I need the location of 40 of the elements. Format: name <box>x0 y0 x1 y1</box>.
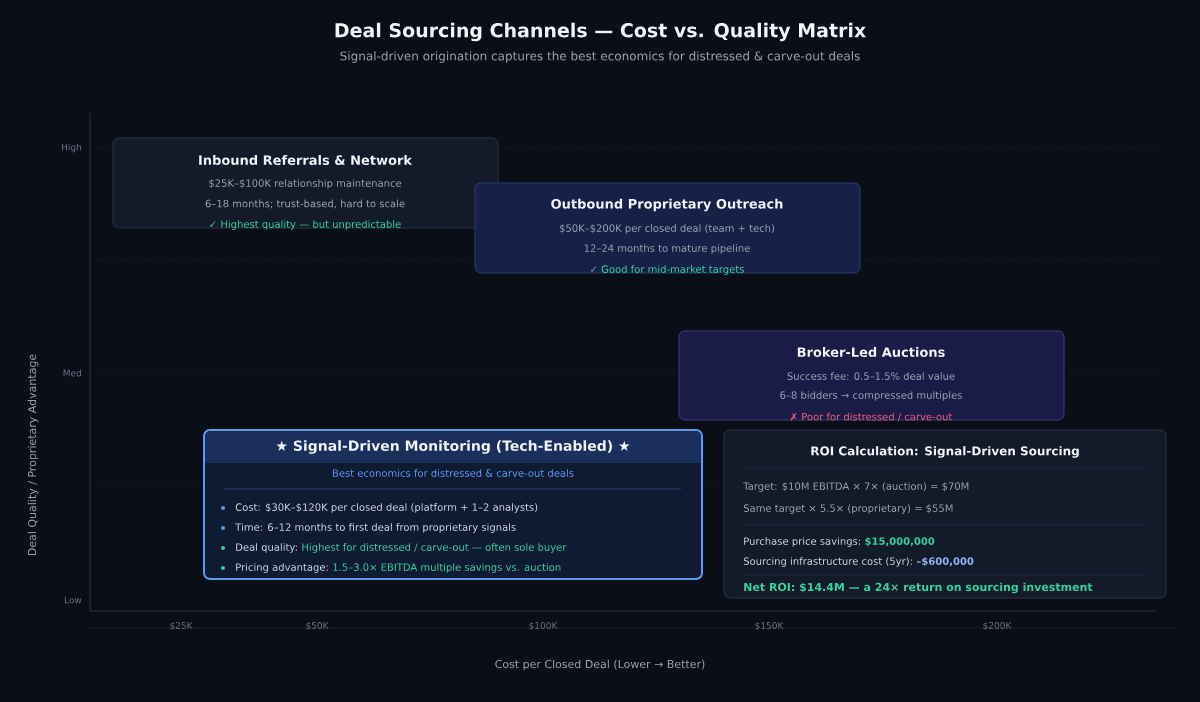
card-text: 6–8 bidders → compressed multiples <box>780 391 962 401</box>
calc-line: Target: $10M EBITDA × 7× (auction) = $70M <box>743 482 969 492</box>
card-text: 12–24 months to mature pipeline <box>584 244 750 254</box>
tick-label: $100K <box>529 621 558 631</box>
calc-value: $15,000,000 <box>865 537 935 547</box>
tick-label: $200K <box>983 621 1012 631</box>
bullet-text: Highest for distressed / carve-out — often sole buyer <box>302 543 567 553</box>
bullet-text: 1.5–3.0× EBITDA multiple savings vs. auction <box>333 563 561 573</box>
tick-label: Low <box>64 596 82 604</box>
tick-label: $25K <box>170 621 193 631</box>
card-title: ★ Signal-Driven Monitoring (Tech-Enabled) ★ <box>276 440 630 454</box>
card-title: Broker-Led Auctions <box>797 346 945 358</box>
axis-title: Cost per Closed Deal (Lower → Better) <box>495 659 705 671</box>
tick-label: $150K <box>755 621 784 631</box>
axis-title: Deal Quality / Proprietary Advantage <box>27 354 39 556</box>
calc-value: –$600,000 <box>916 557 974 567</box>
subtitle: Signal-driven origination captures the best economics for distressed & carve-out deals <box>340 51 860 63</box>
card-text: 6–18 months; trust-based, hard to scale <box>205 199 405 209</box>
card-title: Outbound Proprietary Outreach <box>551 198 783 212</box>
card-subtitle: Best economics for distressed & carve-out deals <box>333 469 574 477</box>
title: Deal Sourcing Channels — Cost vs. Quality Matrix <box>335 22 866 42</box>
card-text: Success fee: 0.5–1.5% deal value <box>787 372 955 380</box>
card-text: $50K–$200K per closed deal (team + tech) <box>559 224 775 234</box>
bullet-text: Cost: $30K–$120K per closed deal (platform + 1–2 analysts) <box>235 503 538 513</box>
card-text: $25K–$100K relationship maintenance <box>209 179 402 189</box>
card-text: ✓ Good for mid-market targets <box>591 265 744 275</box>
tick-label: Med <box>63 369 81 377</box>
bullet-text: Time: 6–12 months to first deal from proprietary signals <box>235 523 516 533</box>
calc-line: Same target × 5.5× (proprietary) = $55M <box>743 504 953 514</box>
bullet-label: Deal quality: <box>236 543 297 553</box>
result-line: Net ROI: $14.4M — a 24× return on sourcing investment <box>744 582 1093 594</box>
tick-label: High <box>62 143 82 153</box>
card-title: Inbound Referrals & Network <box>199 154 413 166</box>
tick-label: $50K <box>306 621 329 631</box>
calc-label: Purchase price savings: <box>744 537 860 547</box>
card-text: ✓ Highest quality — but unpredictable <box>210 220 401 230</box>
card-text: ✗ Poor for distressed / carve-out <box>790 412 953 422</box>
calc-label: Sourcing infrastructure cost (5yr): <box>743 557 912 567</box>
bullet-label: Pricing advantage: <box>236 563 328 573</box>
card-title: ROI Calculation: Signal-Driven Sourcing <box>811 446 1079 458</box>
